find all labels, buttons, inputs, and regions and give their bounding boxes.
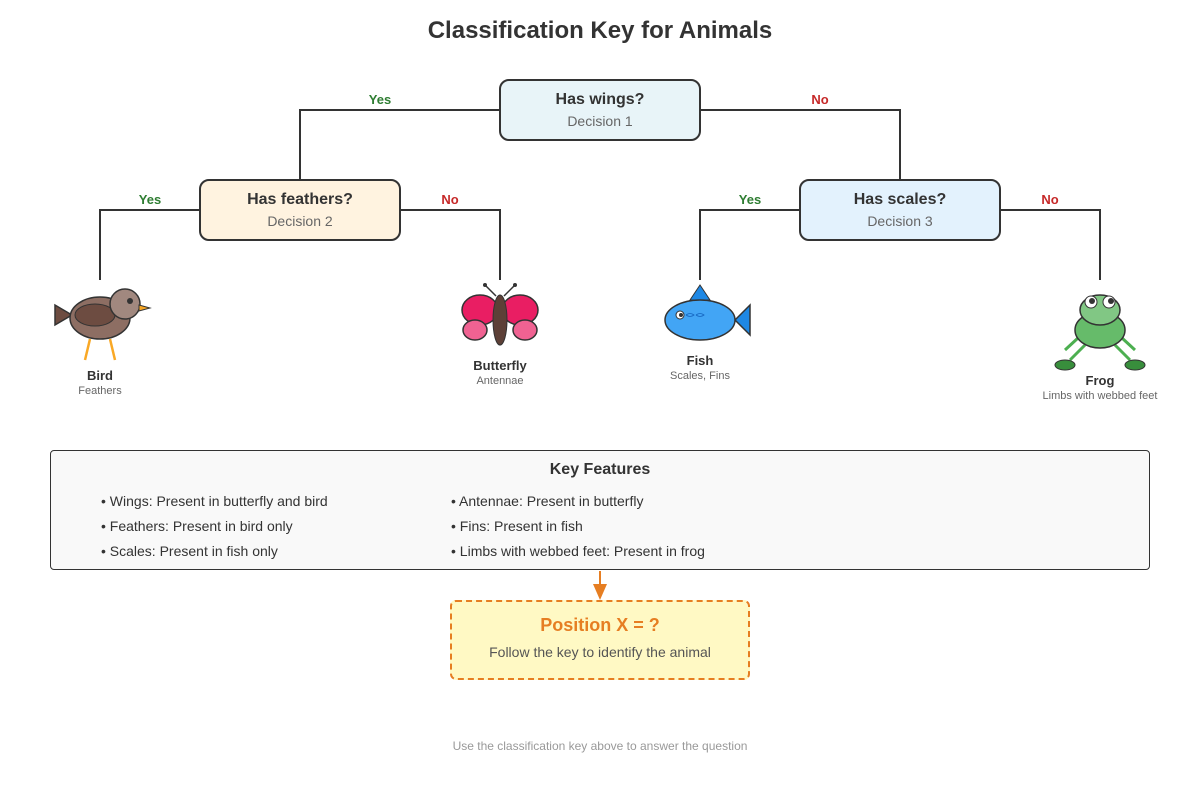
edge-label-d3-yes: Yes (738, 192, 762, 207)
animal-feature-fish: Scales, Fins (670, 370, 730, 382)
decision-node-2: Has feathers? Decision 2 (199, 179, 401, 241)
key-features-panel: Key Features • Wings: Present in butterf… (50, 450, 1150, 570)
frog-icon (1054, 294, 1146, 371)
position-subtitle: Follow the key to identify the animal (489, 644, 711, 660)
edge-label-d2-yes: Yes (138, 192, 162, 207)
bird-icon (54, 288, 152, 361)
key-features-title: Key Features (549, 461, 651, 478)
decision-2-question: Has feathers? (247, 191, 353, 208)
key-feature-item: • Wings: Present in butterfly and bird (101, 493, 328, 509)
edge-label-d2-no: No (441, 192, 459, 207)
animal-feature-butterfly: Antennae (476, 375, 524, 387)
decision-2-label: Decision 2 (267, 213, 333, 229)
key-feature-item: • Feathers: Present in bird only (101, 518, 293, 534)
decision-1-label: Decision 1 (567, 113, 633, 129)
decision-3-label: Decision 3 (867, 213, 933, 229)
connector-lines (99, 109, 1101, 280)
edge-label-d1-yes: Yes (368, 92, 392, 107)
decision-node-1: Has wings? Decision 1 (499, 79, 701, 141)
edge-label-d3-no: No (1041, 192, 1059, 207)
key-feature-item: • Scales: Present in fish only (101, 543, 278, 559)
animal-name-frog: Frog (1085, 373, 1115, 388)
d1-yes-line (299, 109, 500, 180)
d1-no-line (700, 109, 901, 180)
diagram-title: Classification Key for Animals (427, 17, 773, 44)
footer-note: Use the classification key above to answ… (452, 739, 748, 753)
down-arrow (593, 571, 607, 600)
animal-name-bird: Bird (87, 368, 113, 383)
animal-name-butterfly: Butterfly (473, 358, 527, 373)
key-feature-item: • Fins: Present in fish (451, 518, 583, 534)
edge-label-d1-no: No (811, 92, 829, 107)
decision-node-3: Has scales? Decision 3 (799, 179, 1001, 241)
animal-feature-frog: Limbs with webbed feet (1042, 390, 1158, 402)
d2-no-line (400, 209, 501, 280)
fish-icon (664, 284, 751, 341)
animal-name-fish: Fish (686, 353, 714, 368)
position-title: Position X = ? (540, 615, 660, 635)
animal-feature-bird: Feathers (78, 385, 122, 397)
d3-no-line (1000, 209, 1101, 280)
decision-3-question: Has scales? (853, 191, 947, 208)
position-question-box: Position X = ? Follow the key to identif… (450, 600, 750, 680)
decision-1-question: Has wings? (555, 91, 645, 108)
d3-yes-line (699, 209, 800, 280)
butterfly-icon (461, 283, 539, 346)
d2-yes-line (99, 209, 200, 280)
key-feature-item: • Limbs with webbed feet: Present in fro… (451, 543, 705, 559)
key-feature-item: • Antennae: Present in butterfly (451, 493, 644, 509)
